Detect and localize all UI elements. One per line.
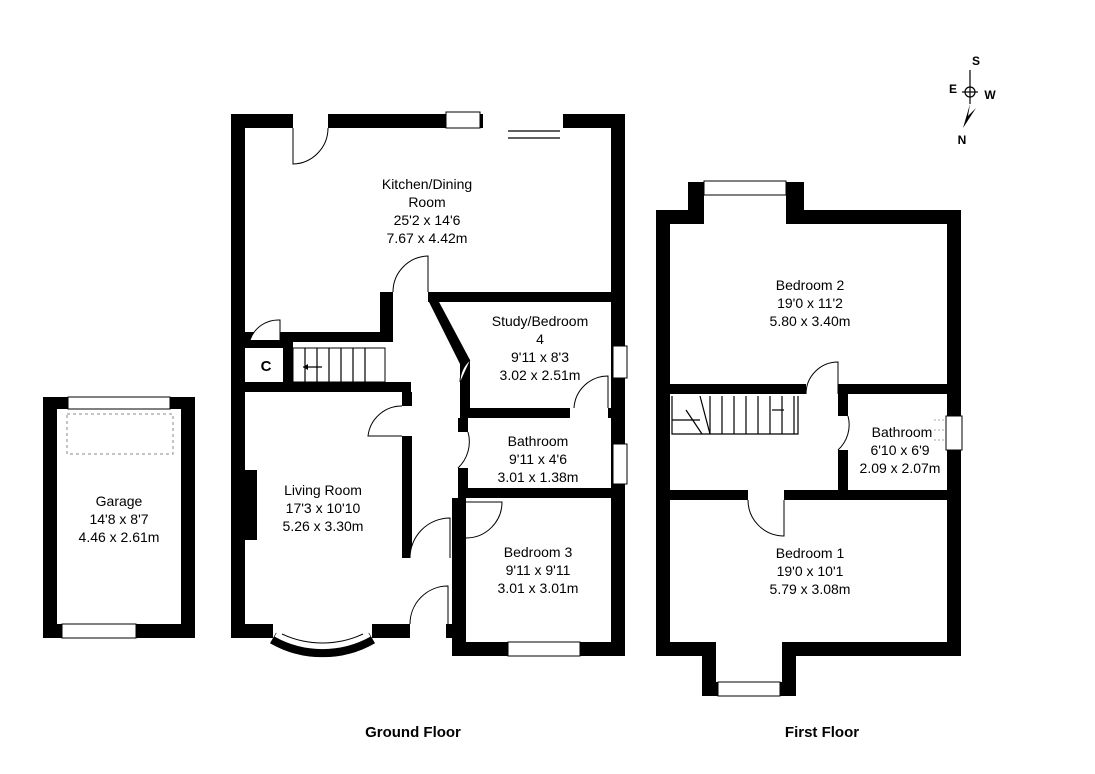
compass-north: N (958, 133, 967, 147)
cupboard-label: C (261, 358, 272, 375)
gf-bathroom-metric: 3.01 x 1.38m (498, 469, 579, 485)
bedroom3-metric: 3.01 x 3.01m (498, 580, 579, 596)
kitchen-name-line2: Room (408, 194, 445, 210)
fireplace (245, 470, 257, 540)
compass-east: E (949, 82, 957, 96)
kitchen-name-line1: Kitchen/Dining (382, 176, 472, 192)
bedroom3-name: Bedroom 3 (504, 544, 573, 560)
living-imperial: 17'3 x 10'10 (286, 500, 361, 516)
bedroom1-imperial: 19'0 x 10'1 (777, 563, 844, 579)
kitchen-hall-door (392, 255, 429, 293)
study-door (573, 375, 609, 409)
bedroom2-name: Bedroom 2 (776, 277, 845, 293)
living-room-door (367, 405, 403, 437)
front-door (409, 585, 449, 625)
living-name: Living Room (284, 482, 362, 498)
study-name-line2: 4 (536, 331, 544, 347)
bedroom3-imperial: 9'11 x 9'11 (506, 562, 571, 578)
bedroom1-window (717, 681, 781, 697)
garage-window (67, 396, 171, 410)
study-metric: 3.02 x 2.51m (500, 367, 581, 383)
kitchen-metric: 7.67 x 4.42m (387, 230, 468, 246)
bedroom3-window (507, 641, 581, 657)
kitchen-imperial: 25'2 x 14'6 (394, 212, 461, 228)
garage-name: Garage (96, 493, 143, 509)
gf-bathroom-imperial: 9'11 x 4'6 (509, 451, 567, 467)
compass-west: W (984, 88, 996, 102)
ff-bathroom-metric: 2.09 x 2.07m (860, 460, 941, 476)
compass-south: S (972, 54, 980, 68)
front-hall-door (409, 517, 451, 559)
bedroom1-name: Bedroom 1 (776, 545, 845, 561)
study-imperial: 9'11 x 8'3 (511, 349, 569, 365)
ground-floor-label: Ground Floor (365, 724, 461, 741)
north-arrow-icon (963, 104, 976, 128)
bedroom2-metric: 5.80 x 3.40m (770, 313, 851, 329)
garage-metric: 4.46 x 2.61m (79, 529, 160, 545)
gf-bathroom-name: Bathroom (508, 433, 569, 449)
ff-bathroom-name: Bathroom (872, 424, 933, 440)
study-hall-door (459, 359, 471, 383)
compass-rose: S E W N (949, 54, 996, 147)
first-floor: Bedroom 2 19'0 x 11'2 5.80 x 3.40m Bathr… (656, 180, 963, 741)
bedroom1-door (747, 499, 785, 537)
ground-floor: C (231, 111, 628, 741)
kitchen-window (445, 111, 481, 129)
ff-bathroom-door (837, 415, 850, 451)
bathroom-door (457, 431, 470, 469)
first-floor-label: First Floor (785, 724, 859, 741)
bedroom2-imperial: 19'0 x 11'2 (777, 295, 843, 311)
study-window (612, 345, 628, 379)
garage-door (61, 623, 137, 639)
bedroom3-door (465, 501, 503, 539)
living-metric: 5.26 x 3.30m (283, 518, 364, 534)
cupboard-door (249, 319, 281, 341)
bathroom-window (612, 443, 628, 485)
bedroom1-metric: 5.79 x 3.08m (770, 581, 851, 597)
ff-bathroom-window (945, 415, 963, 451)
kitchen-door (292, 127, 329, 165)
bedroom2-door (805, 361, 839, 395)
garage: Garage 14'8 x 8'7 4.46 x 2.61m (43, 396, 195, 639)
study-name-line1: Study/Bedroom (492, 313, 589, 329)
garage-imperial: 14'8 x 8'7 (89, 511, 148, 527)
bedroom2-window (703, 180, 787, 196)
ff-bathroom-imperial: 6'10 x 6'9 (870, 442, 929, 458)
